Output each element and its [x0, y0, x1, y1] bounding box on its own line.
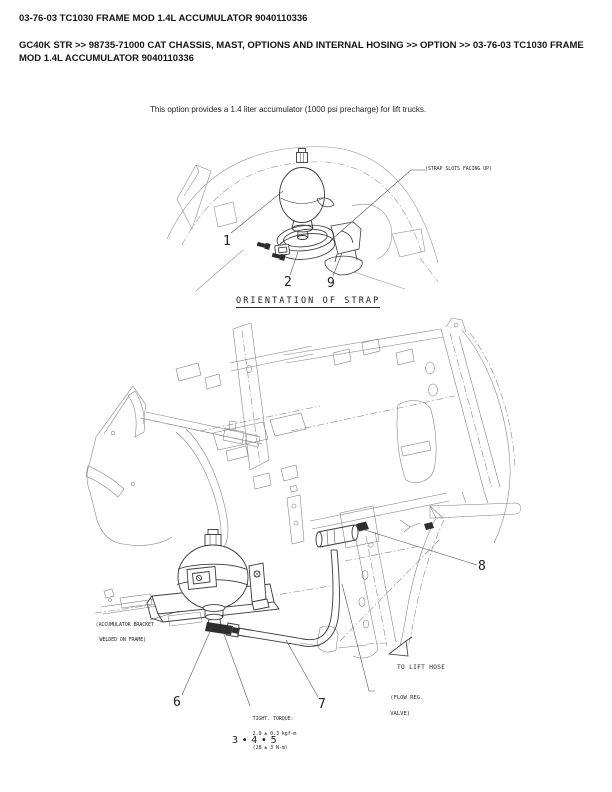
- flow-reg-valve-note-line1: (FLOW REG.: [390, 695, 424, 701]
- torque-note: TIGHT. TORQUE: 2.9 ± 0.3 kgf-m (28 ± 3 N…: [241, 709, 297, 759]
- doc-title: 03-76-03 TC1030 FRAME MOD 1.4L ACCUMULAT…: [19, 13, 308, 24]
- flow-reg-valve-note: (FLOW REG. VALVE): [377, 686, 423, 726]
- install-leader-lines: [149, 529, 478, 707]
- accumulator-bracket-note-line2: WELDED ON FRAME): [99, 636, 147, 643]
- breadcrumb: GC40K STR >> 98735-71000 CAT CHASSIS, MA…: [19, 40, 584, 64]
- torque-note-line3: (28 ± 3 N-m): [252, 745, 288, 752]
- callout-7-hose: 7: [318, 697, 326, 712]
- strap-leader-lines: [230, 169, 426, 277]
- callout-6-accumulator: 6: [173, 695, 181, 710]
- strap-part: [274, 224, 336, 260]
- accumulator-top-part: [279, 148, 335, 240]
- callout-8-fitting: 8: [478, 559, 486, 574]
- strap-slots-note: (STRAP SLOTS FACING UP): [425, 166, 492, 172]
- strap-orientation-drawing: [166, 146, 439, 292]
- strap-bracket-part: [324, 221, 363, 276]
- accumulator-bracket-note: (ACCUMULATOR BRACKET WELDED ON FRAME): [84, 615, 154, 651]
- install-dark-fittings: [205, 521, 434, 635]
- callout-2-strap: 2: [284, 275, 292, 290]
- intro-text: This option provides a 1.4 liter accumul…: [150, 105, 427, 114]
- torque-note-line1: TIGHT. TORQUE:: [252, 716, 294, 723]
- frame-drawing: [85, 317, 522, 659]
- to-lift-hose-note: TO LIFT HOSE: [397, 664, 446, 671]
- accumulator-bracket-note-line1: (ACCUMULATOR BRACKET: [95, 622, 154, 629]
- torque-note-line2: 2.9 ± 0.3 kgf-m: [252, 730, 297, 737]
- strap-bolts: [256, 241, 286, 261]
- callout-9-bracket: 9: [327, 276, 335, 291]
- accumulator-install-part: [146, 524, 359, 647]
- fastener-group-callouts: 3 • 4 • 5: [232, 735, 277, 746]
- strap-diagram-caption: ORIENTATION OF STRAP: [236, 296, 381, 308]
- to-lift-hose-arrow-icon: [387, 636, 413, 657]
- callout-1-accumulator: 1: [223, 234, 231, 249]
- flow-reg-valve-note-line2: VALVE): [390, 711, 411, 717]
